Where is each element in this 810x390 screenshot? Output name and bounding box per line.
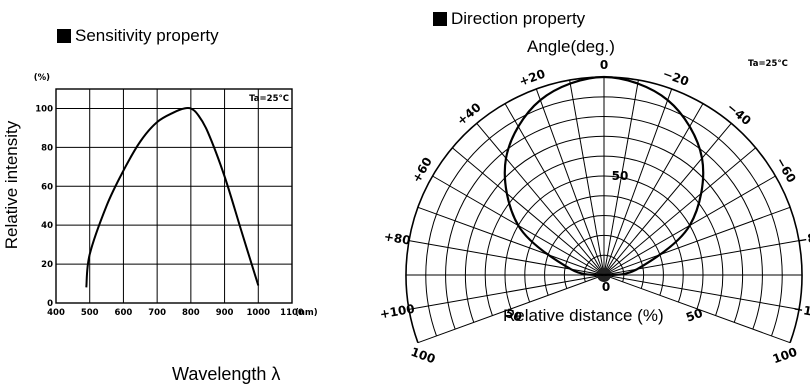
polar-grid-spoke: [603, 103, 704, 276]
angle-tick-label: +60: [409, 155, 435, 185]
polar-grid-spoke: [603, 122, 732, 276]
angle-axis-label: Angle(deg.): [527, 37, 615, 56]
radial-axis-label: Relative distance (%): [503, 306, 664, 325]
polar-grid-spoke: [569, 79, 605, 276]
angle-tick-label: −20: [661, 67, 691, 89]
temperature-condition: Ta=25°C: [748, 59, 788, 69]
x-tick-label: 700: [148, 308, 166, 318]
y-tick-label: 40: [41, 221, 53, 231]
y-unit-label: (%): [34, 73, 50, 83]
radial-tick-label-axis: 50: [612, 169, 629, 183]
polar-grid-spoke: [603, 206, 791, 276]
y-tick-label: 60: [41, 182, 53, 192]
angle-tick-label: 0: [600, 58, 608, 72]
direction-polar-chart: 0 −20 −40 −60 −80 −100 +20 +40 +60 +80 +100 50 100 50…: [379, 58, 810, 366]
angle-tick-label: −100: [792, 302, 810, 322]
x-tick-label: 900: [216, 308, 234, 318]
polar-grid-spoke: [603, 274, 791, 344]
polar-grid-spoke: [408, 274, 605, 310]
angle-tick-label: −40: [724, 100, 754, 128]
polar-grid-spoke: [451, 147, 605, 276]
polar-grid-spoke: [417, 274, 605, 344]
angle-tick-label: +80: [383, 229, 412, 247]
radial-tick-label: 100: [409, 345, 437, 367]
angle-tick-label: −60: [773, 155, 799, 185]
angle-tick-label: +100: [379, 302, 416, 322]
radial-tick-label: 100: [771, 345, 799, 367]
polar-grid-spoke: [535, 88, 605, 276]
heading-bullet-square: [433, 12, 447, 26]
polar-grid-spoke: [417, 206, 605, 276]
temperature-condition: Ta=25°C: [249, 94, 289, 104]
sensitivity-curve: [85, 106, 260, 288]
plot-frame: [55, 88, 293, 304]
polar-grid-spoke: [603, 79, 639, 276]
x-axis-label: Wavelength λ: [172, 364, 281, 384]
y-tick-label: 0: [47, 299, 53, 309]
polar-grid-spoke: [603, 274, 800, 310]
direction-heading: Direction property: [433, 9, 585, 29]
x-tick-label: 500: [81, 308, 99, 318]
polar-grid-spoke: [603, 88, 673, 276]
x-tick-label: 1000: [246, 308, 270, 318]
radial-tick-label: 50: [503, 306, 523, 325]
polar-center-label: 0: [602, 280, 610, 294]
y-tick-label: 20: [41, 260, 53, 270]
direction-heading-text: Direction property: [451, 9, 586, 28]
x-tick-label: 600: [115, 308, 133, 318]
x-tick-label: 1100: [280, 308, 304, 318]
y-tick-label: 80: [41, 143, 53, 153]
sensitivity-heading: Sensitivity property: [57, 26, 219, 46]
polar-grid-spoke: [603, 147, 757, 276]
x-tick-label: 800: [182, 308, 200, 318]
polar-grid-spoke: [476, 122, 605, 276]
directivity-curve: [503, 75, 705, 277]
heading-bullet-square: [57, 29, 71, 43]
polar-grid-spoke: [504, 103, 605, 276]
sensitivity-chart: 400 500 600 700 800 900 1000 1100 0 20 40 60 80 100 (%…: [34, 73, 318, 318]
x-unit-label: (nm): [295, 308, 318, 318]
radial-tick-label: 50: [684, 306, 704, 325]
angle-tick-label: +20: [517, 67, 547, 89]
angle-tick-label: −80: [796, 229, 810, 247]
angle-tick-label: +40: [454, 100, 484, 128]
y-tick-label: 100: [35, 104, 53, 114]
x-tick-label: 400: [47, 308, 65, 318]
sensitivity-heading-text: Sensitivity property: [75, 26, 219, 45]
